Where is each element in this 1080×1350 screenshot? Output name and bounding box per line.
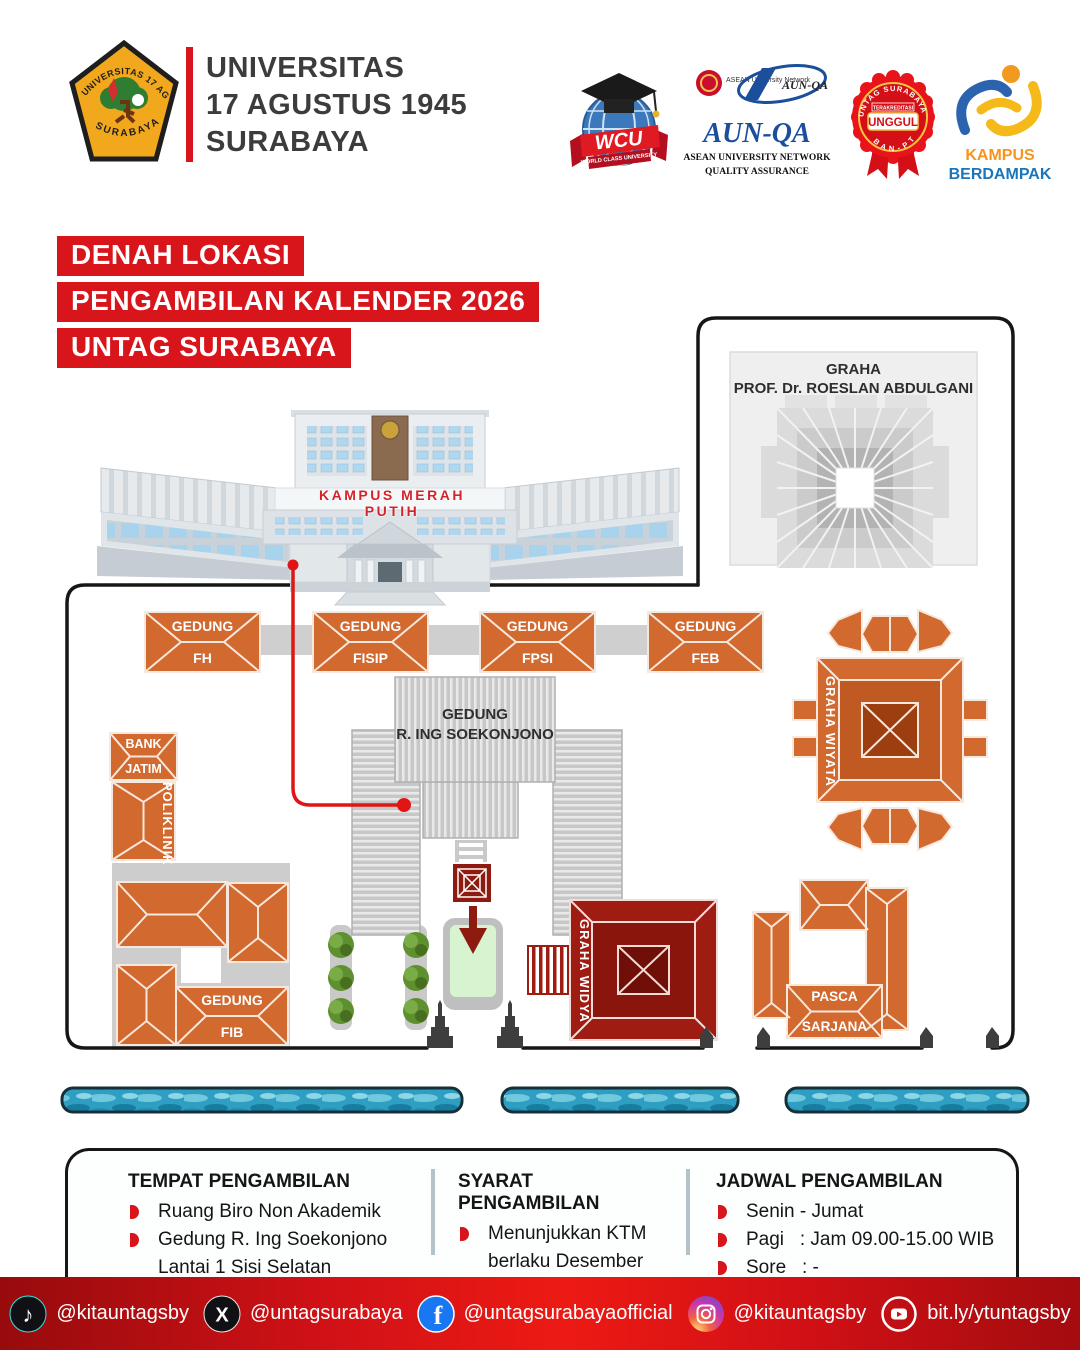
aunqa-sub1-text: ASEAN UNIVERSITY NETWORK bbox=[684, 153, 832, 163]
banner-line2: PENGAMBILAN KALENDER 2026 bbox=[57, 282, 540, 322]
map-boundary bbox=[65, 316, 1015, 1050]
info-item: Sore : - bbox=[716, 1254, 996, 1282]
building-poliklinik bbox=[111, 781, 176, 861]
info-title: TEMPAT PENGAMBILAN bbox=[128, 1171, 351, 1192]
wcu-text: WCU bbox=[594, 128, 644, 155]
social-instagram[interactable]: @kitauntagsby bbox=[687, 1295, 866, 1333]
water-strips bbox=[60, 1086, 1030, 1114]
svg-text:♪: ♪ bbox=[23, 1302, 34, 1327]
info-title: JADWAL PENGAMBILAN bbox=[716, 1171, 943, 1192]
title-banners: DENAH LOKASI PENGAMBILAN KALENDER 2026 U… bbox=[57, 236, 540, 374]
graduation-cap-icon bbox=[581, 73, 657, 109]
kampus-berdampak-badge: KAMPUS BERDAMPAK bbox=[949, 65, 1052, 183]
section-jadwal-pengambilan: JADWAL PENGAMBILAN Senin - Jumat Pagi : … bbox=[716, 1171, 996, 1282]
campus-map: GRAHA PROF. Dr. ROESLAN ABDULGANI KAMPUS… bbox=[0, 300, 1080, 1150]
info-item: Gedung R. Ing Soekonjono Lantai 1 Sisi S… bbox=[128, 1226, 423, 1282]
social-x[interactable]: X @untagsurabaya bbox=[203, 1295, 403, 1333]
bullet-icon bbox=[130, 1205, 139, 1219]
bullet-icon bbox=[130, 1233, 139, 1247]
building-left-cluster bbox=[116, 881, 289, 1046]
banner-line3: UNTAG SURABAYA bbox=[57, 328, 351, 368]
social-facebook[interactable]: f @untagsurabayaofficial bbox=[416, 1294, 673, 1333]
youtube-icon[interactable] bbox=[880, 1295, 918, 1333]
figure-head bbox=[1002, 65, 1020, 83]
title-accent-bar bbox=[186, 47, 193, 162]
trees bbox=[328, 932, 429, 1024]
unggul-badge: UNTAG SURABAYA TERAKREDITASI UNGGUL B A … bbox=[851, 70, 935, 179]
building-soekonjono bbox=[351, 676, 623, 936]
svg-text:X: X bbox=[215, 1304, 229, 1326]
fence-posts bbox=[700, 1027, 999, 1048]
tiktok-icon[interactable]: ♪ bbox=[9, 1295, 47, 1333]
aunqa-mark-text: AUN-QA bbox=[781, 78, 828, 92]
instagram-icon[interactable] bbox=[687, 1295, 725, 1333]
kampus-merah-putih-building bbox=[97, 410, 683, 606]
bullet-icon bbox=[718, 1205, 727, 1219]
building-graha-widya bbox=[527, 899, 718, 1041]
university-name: UNIVERSITAS 17 AGUSTUS 1945 SURABAYA bbox=[206, 50, 467, 161]
social-youtube[interactable]: bit.ly/ytuntagsby bbox=[880, 1295, 1071, 1333]
footer-social-bar: ♪ @kitauntagsby X @untagsurabaya f @unta… bbox=[0, 1277, 1080, 1350]
section-tempat-pengambilan: TEMPAT PENGAMBILAN Ruang Biro Non Akadem… bbox=[128, 1171, 423, 1282]
aunqa-main-text: AUN-QA bbox=[701, 118, 810, 149]
gate-towers bbox=[427, 1000, 999, 1048]
campus-map-base bbox=[60, 316, 1030, 1114]
bullet-icon bbox=[718, 1261, 727, 1275]
flame-icon bbox=[108, 78, 118, 102]
info-title: SYARAT PENGAMBILAN bbox=[458, 1171, 600, 1214]
building-graha-roeslan bbox=[729, 351, 978, 569]
pin-icon bbox=[459, 928, 487, 954]
terakreditasi-text: TERAKREDITASI bbox=[873, 106, 914, 112]
bullet-icon bbox=[460, 1227, 469, 1241]
social-tiktok[interactable]: ♪ @kitauntagsby bbox=[9, 1295, 189, 1333]
info-box: TEMPAT PENGAMBILAN Ruang Biro Non Akadem… bbox=[65, 1148, 1019, 1300]
info-divider-1 bbox=[431, 1169, 435, 1255]
facebook-icon[interactable]: f bbox=[416, 1294, 455, 1333]
kampus-text: KAMPUS bbox=[965, 147, 1035, 164]
building-pasca-sarjana bbox=[752, 879, 909, 1039]
info-item: Senin - Jumat bbox=[716, 1198, 996, 1226]
svg-text:f: f bbox=[433, 1301, 442, 1330]
info-item: Pagi : Jam 09.00-15.00 WIB bbox=[716, 1226, 996, 1254]
building-bank-jatim bbox=[109, 732, 178, 781]
banner-line1: DENAH LOKASI bbox=[57, 236, 305, 276]
x-icon[interactable]: X bbox=[203, 1295, 241, 1333]
wcu-badge: WCU WORLD CLASS UNIVERSITY bbox=[570, 73, 668, 169]
university-name-line3: SURABAYA bbox=[206, 126, 370, 158]
building-graha-wiyata bbox=[792, 608, 988, 852]
bullet-icon bbox=[718, 1233, 727, 1247]
unggul-text: UNGGUL bbox=[868, 117, 918, 129]
lawn bbox=[443, 906, 503, 1010]
info-item: Ruang Biro Non Akademik bbox=[128, 1198, 423, 1226]
monument bbox=[451, 862, 493, 904]
berdampak-text: BERDAMPAK bbox=[949, 166, 1052, 183]
university-name-line1: UNIVERSITAS bbox=[206, 52, 405, 84]
university-name-line2: 17 AGUSTUS 1945 bbox=[206, 89, 468, 121]
untag-logo: UNIVERSITAS 17 AGUSTUS 1945 SURABAYA bbox=[68, 40, 179, 162]
aunqa-sub2-text: QUALITY ASSURANCE bbox=[705, 167, 809, 177]
info-divider-2 bbox=[686, 1169, 690, 1255]
aunqa-badge: ASEAN University Network AUN-QA AUN-QA A… bbox=[684, 64, 832, 177]
